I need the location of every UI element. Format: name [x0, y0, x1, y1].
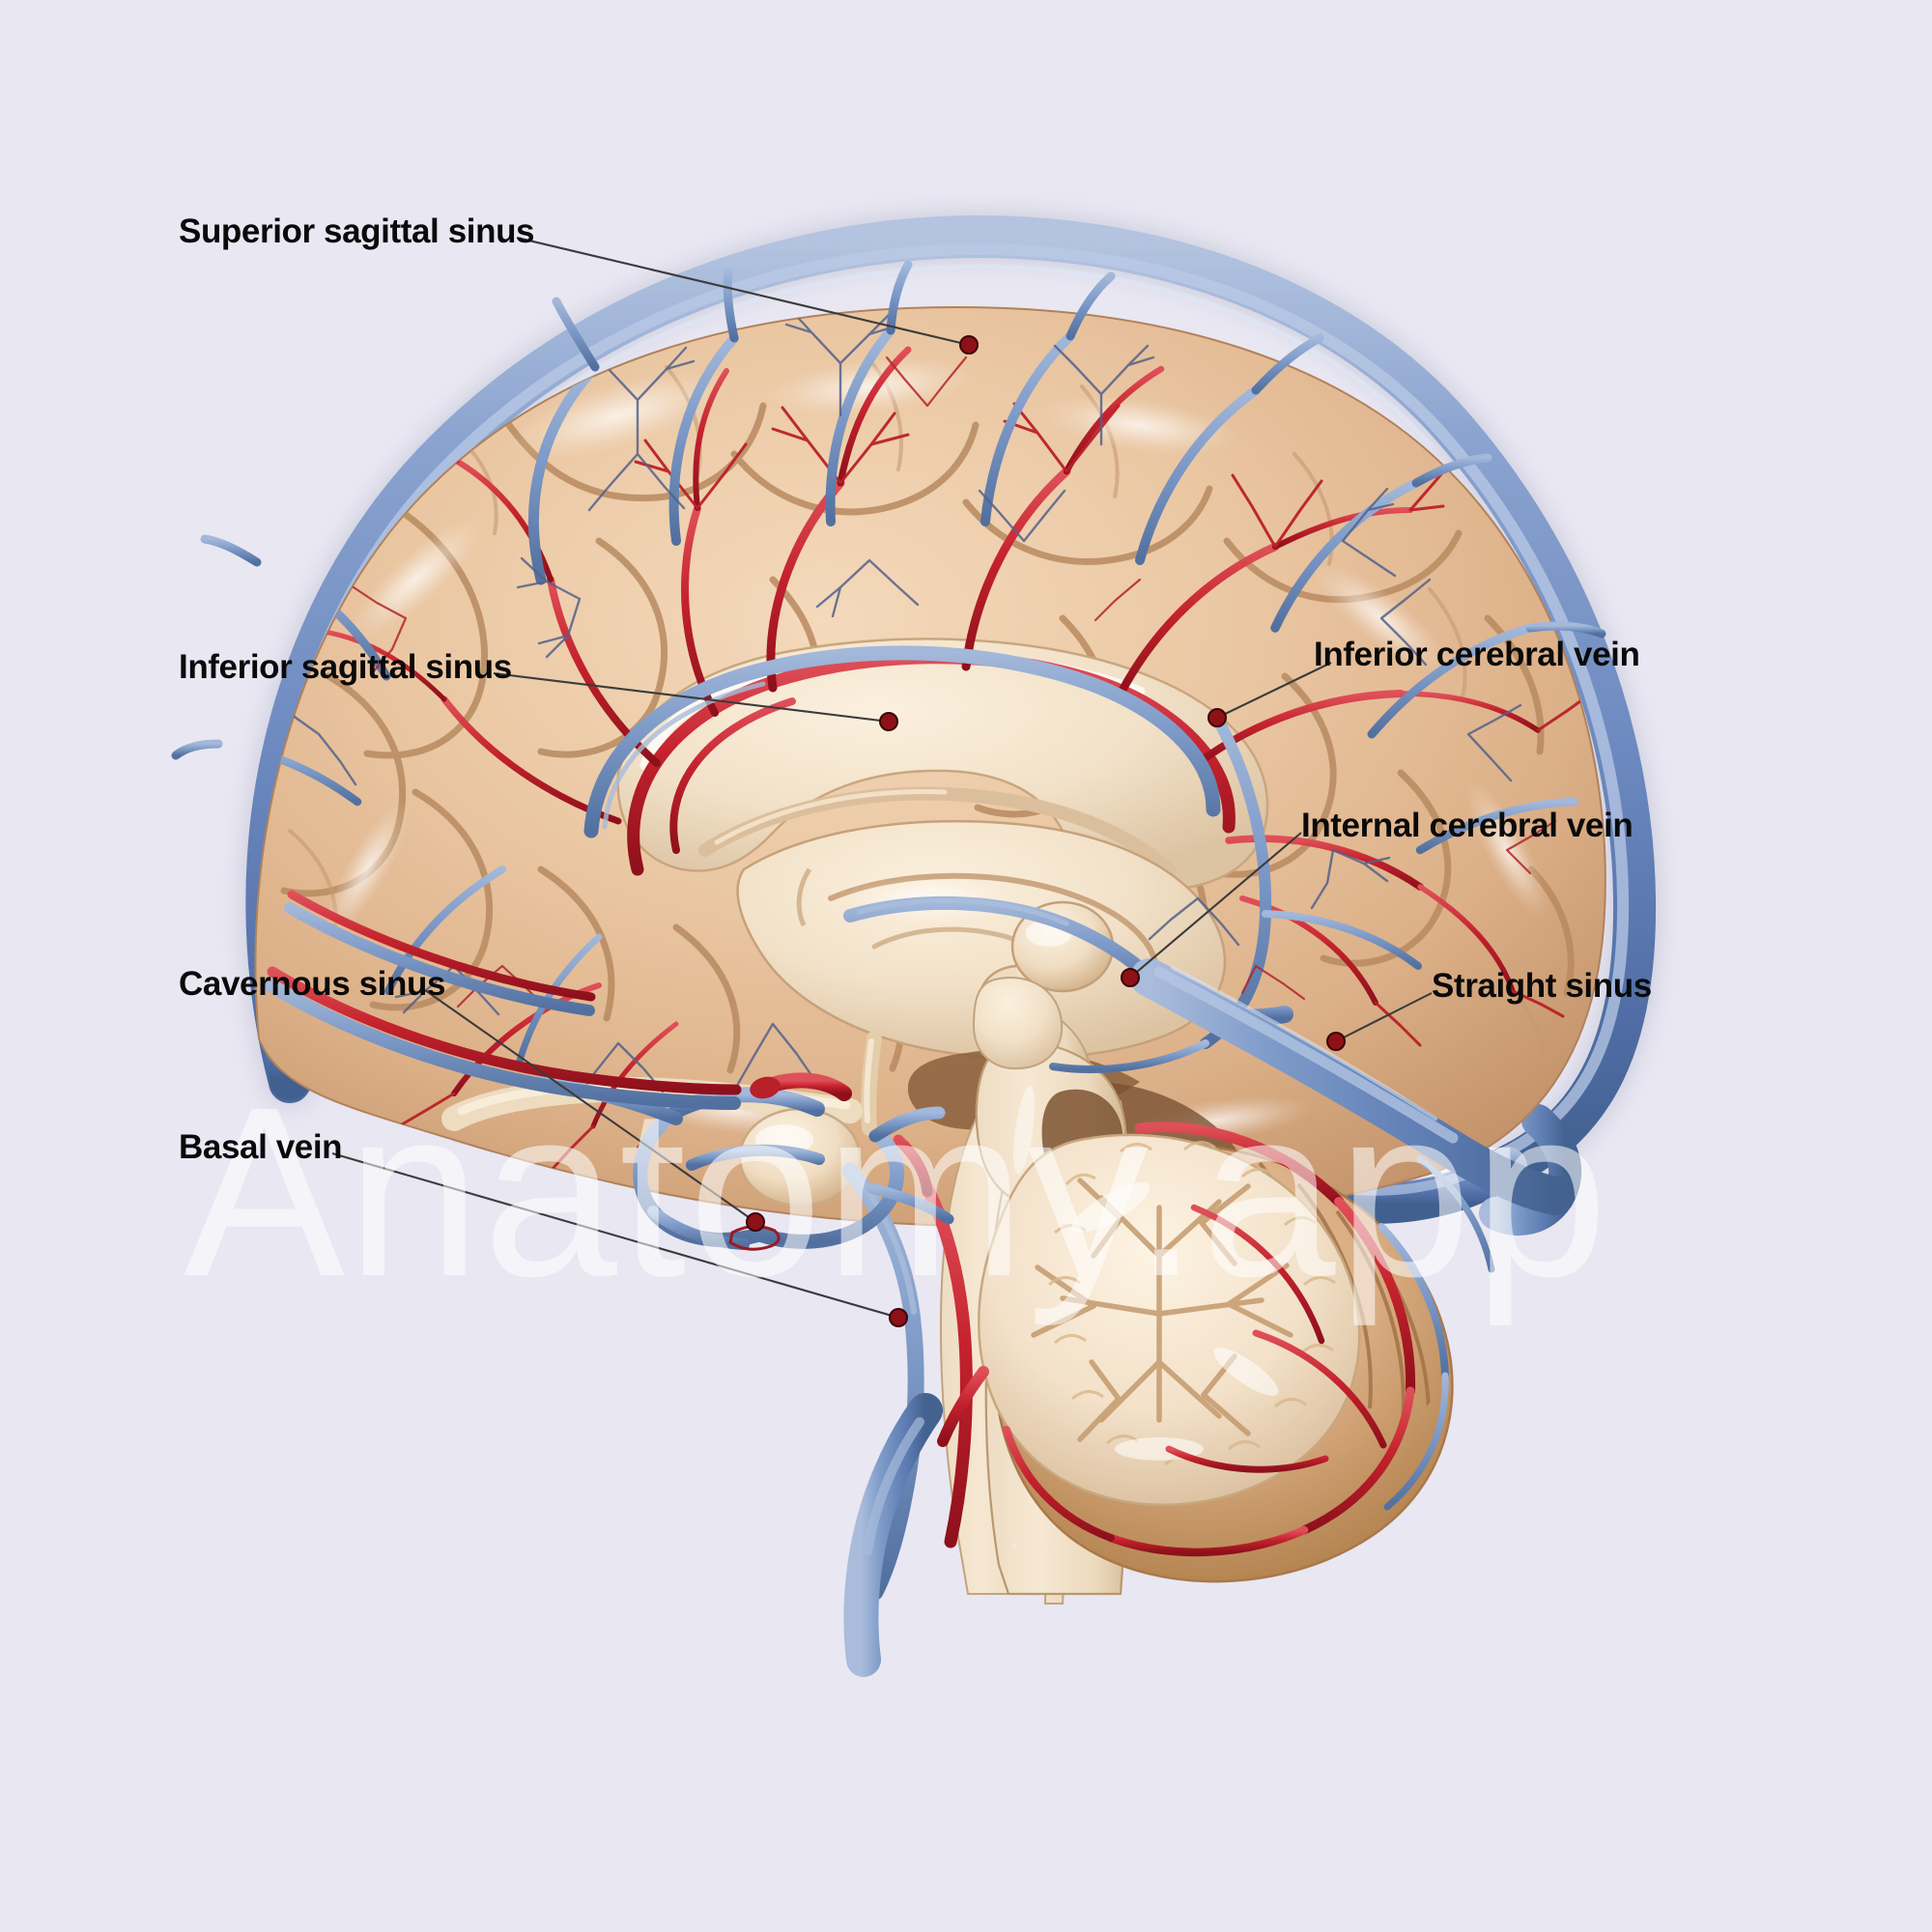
dot-internal-cerebral-vein — [1121, 968, 1140, 987]
straight-sinus-tube — [1130, 958, 1575, 1215]
superior-sagittal-sinus-tube — [245, 214, 1657, 1188]
dot-cavernous-sinus — [746, 1212, 765, 1232]
dot-superior-sagittal-sinus — [959, 335, 979, 355]
label-superior-sagittal-sinus: Superior sagittal sinus — [179, 213, 535, 250]
dot-straight-sinus — [1326, 1032, 1346, 1051]
leader-lines — [331, 236, 1433, 1320]
leader-inferior-sagittal-sinus — [493, 671, 890, 724]
leader-superior-sagittal-sinus — [516, 236, 970, 347]
dot-basal-vein — [889, 1308, 908, 1327]
label-inferior-cerebral-vein: Inferior cerebral vein — [1314, 636, 1640, 673]
thalamus — [736, 819, 1227, 1060]
deep-venous-system — [264, 890, 1575, 1677]
leader-dots — [746, 335, 1346, 1327]
inferior-sagittal-sinus-tube — [583, 645, 1221, 838]
label-basal-vein: Basal vein — [179, 1128, 343, 1166]
arbor-vitae — [977, 1133, 1361, 1506]
fornix — [698, 786, 1176, 876]
cerebellum — [977, 1133, 1454, 1583]
leader-internal-cerebral-vein — [1129, 832, 1302, 979]
leader-basal-vein — [331, 1151, 899, 1320]
label-inferior-sagittal-sinus: Inferior sagittal sinus — [179, 648, 512, 686]
label-straight-sinus: Straight sinus — [1432, 967, 1652, 1005]
label-internal-cerebral-vein: Internal cerebral vein — [1301, 807, 1634, 844]
leader-straight-sinus — [1335, 992, 1433, 1042]
dot-inferior-cerebral-vein — [1208, 708, 1227, 727]
leader-cavernous-sinus — [424, 989, 756, 1223]
label-cavernous-sinus: Cavernous sinus — [179, 965, 446, 1003]
dot-inferior-sagittal-sinus — [879, 712, 898, 731]
bridging-veins — [171, 260, 1606, 760]
leader-inferior-cerebral-vein — [1216, 662, 1332, 719]
